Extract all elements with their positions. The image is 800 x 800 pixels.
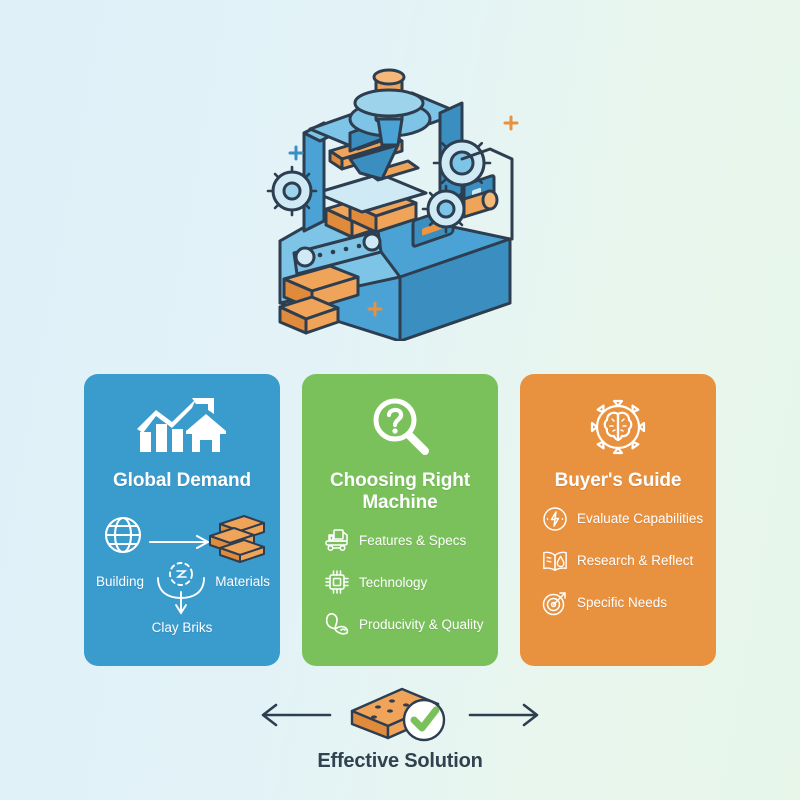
bullet-list: Features & Specs Technology <box>312 527 488 637</box>
microchip-icon <box>324 569 350 595</box>
card-buyers-guide[interactable]: Buyer's Guide Evaluate Capabilities <box>520 374 716 666</box>
bullet-label: Technology <box>359 574 428 590</box>
card-title: Global Demand <box>112 470 252 491</box>
bullet-item[interactable]: Technology <box>324 569 488 595</box>
bullet-label: Features & Specs <box>359 532 467 548</box>
globe-icon <box>102 514 144 561</box>
footer-section: Effective Solution <box>0 686 800 786</box>
card-title: Buyer's Guide <box>554 470 682 491</box>
card-choosing-right-machine[interactable]: Choosing Right Machine <box>302 374 498 666</box>
growth-chart-house-icon <box>134 396 230 458</box>
bullet-list: Evaluate Capabilities Research & Reflect <box>530 506 706 616</box>
brick-making-machine-icon <box>266 68 519 341</box>
conveyor-machine-icon <box>324 527 350 553</box>
bullet-label: Specific Needs <box>577 595 668 611</box>
global-demand-diagram: Building Materials Clay Briks <box>94 512 270 642</box>
right-arrow-icon <box>148 534 212 555</box>
bullet-label: Evaluate Capabilities <box>577 511 704 527</box>
target-arrow-icon <box>542 590 568 616</box>
bullet-item[interactable]: Producivity & Quality <box>324 611 488 637</box>
footer-caption: Effective Solution <box>317 750 483 772</box>
bullet-label: Producivity & Quality <box>359 616 484 632</box>
footer-row <box>260 686 540 748</box>
right-arrow-icon <box>468 700 540 735</box>
brick-stack-icon <box>206 512 268 569</box>
label-building: Building <box>96 573 145 589</box>
bullet-item[interactable]: Specific Needs <box>542 590 706 616</box>
open-book-icon <box>542 548 568 574</box>
compass-bolt-icon <box>542 506 568 532</box>
bullet-label: Research & Reflect <box>577 553 694 569</box>
bullet-item[interactable]: Features & Specs <box>324 527 488 553</box>
left-arrow-icon <box>260 700 332 735</box>
bullet-item[interactable]: Evaluate Capabilities <box>542 506 706 532</box>
brick-check-icon <box>344 684 456 751</box>
card-title: Choosing Right Machine <box>329 470 470 513</box>
bullet-item[interactable]: Research & Reflect <box>542 548 706 574</box>
hero-illustration <box>0 28 800 353</box>
card-global-demand[interactable]: Global Demand <box>84 374 280 666</box>
label-materials: Materials <box>215 573 270 589</box>
magnifier-question-icon <box>369 396 431 458</box>
cards-row: Global Demand <box>84 374 716 666</box>
gear-brain-icon <box>586 396 650 458</box>
flexed-arm-icon <box>324 611 350 637</box>
label-clay-briks: Clay Briks <box>151 619 213 635</box>
recycle-loop-icon <box>152 560 210 621</box>
